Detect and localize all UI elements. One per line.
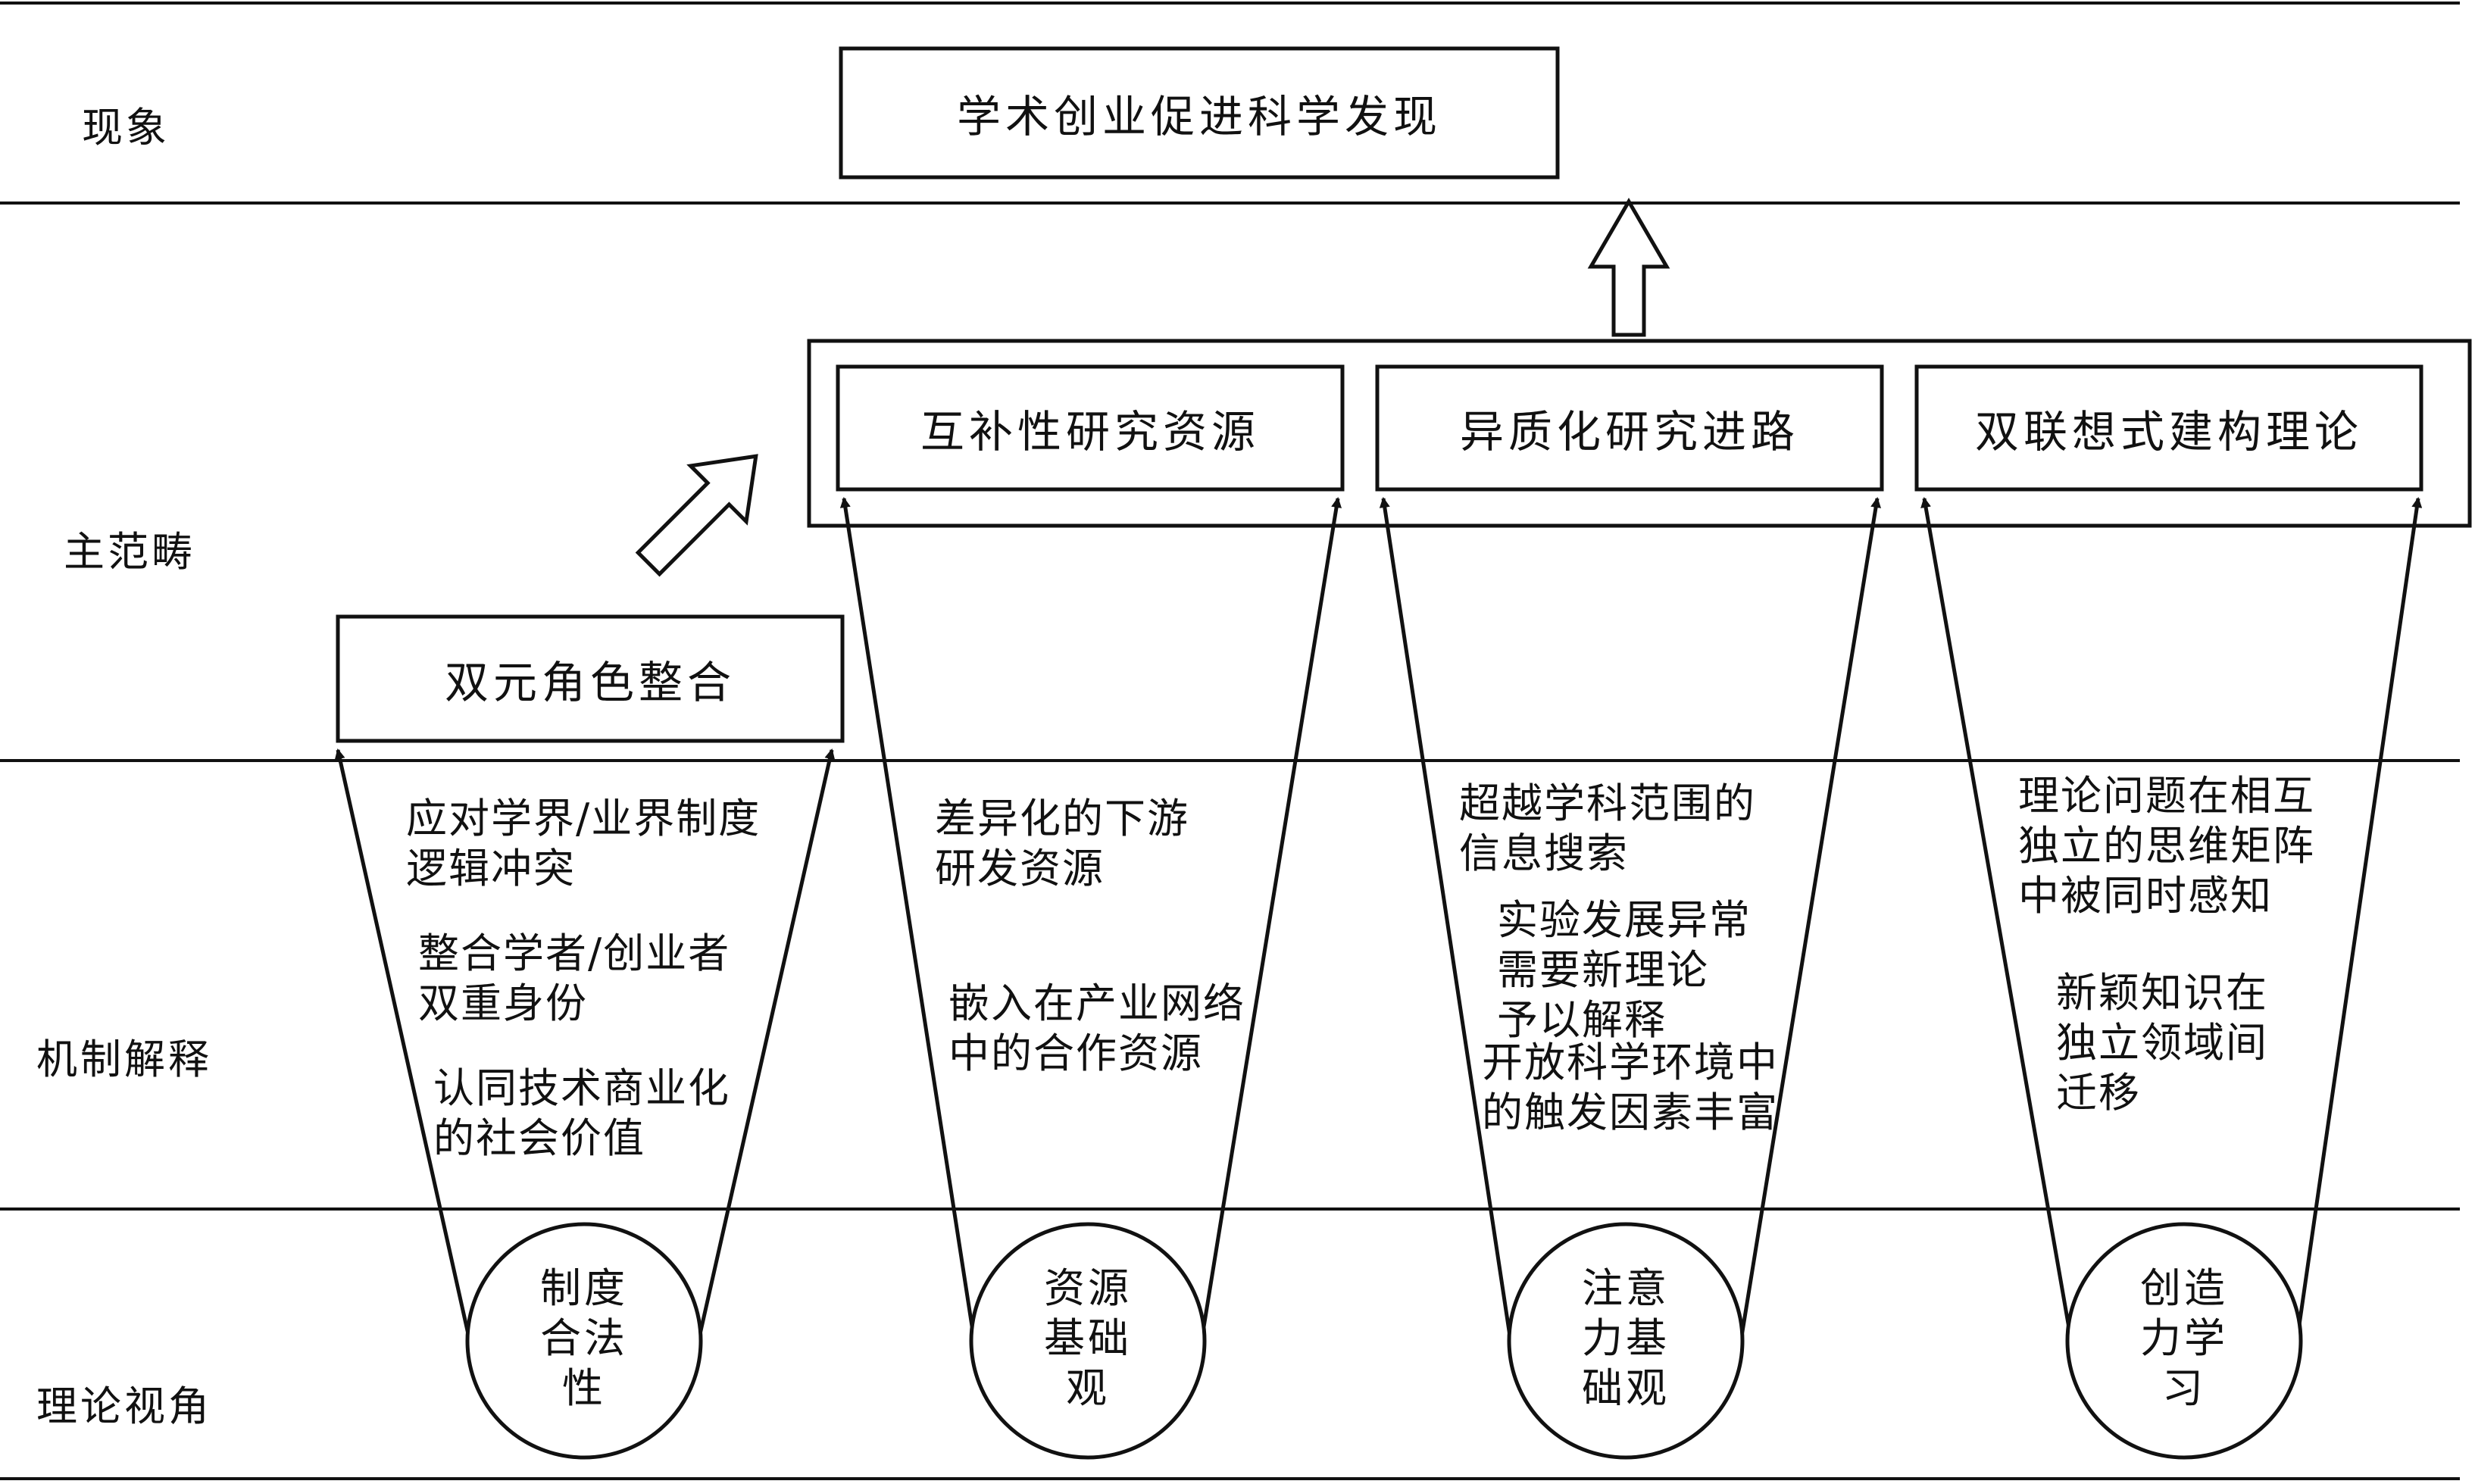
dual-role-box [336, 614, 845, 743]
funnel-line [839, 497, 977, 1342]
mechanism-text: 差异化的下游 研发资源 [935, 795, 1189, 892]
theory-circle [2065, 1222, 2303, 1460]
funnel-line [1379, 497, 1513, 1342]
main-box-1 [836, 364, 1345, 492]
theory-circle [969, 1222, 1207, 1460]
theory-text: 创造 力学 习 [2140, 1264, 2228, 1412]
theory-text: 制度 合法 性 [540, 1264, 628, 1412]
funnel-line [334, 748, 472, 1342]
mechanism-text: 实验发展异常 需要新理论 予以解释 [1497, 896, 1752, 1044]
mechanism-text: 开放科学环境中 的触发因素丰富 [1482, 1039, 1779, 1136]
mechanism-text: 整合学者/创业者 双重身份 [418, 929, 731, 1027]
funnel-line [696, 748, 836, 1342]
funnel-line [1739, 497, 1881, 1342]
main-box-3-text: 双联想式建构理论 [1974, 406, 2363, 458]
theory-circle [465, 1222, 703, 1460]
dual-role-box-text: 双元角色整合 [444, 657, 736, 708]
theory-circle [1507, 1222, 1745, 1460]
mechanism-text: 认同技术商业化 的社会价值 [433, 1064, 730, 1162]
hollow-up-arrow [1587, 198, 1670, 337]
funnel-line [1920, 497, 2073, 1342]
top-box [839, 46, 1560, 180]
theory-text: 注意 力基 础观 [1582, 1264, 1670, 1412]
funnel-line [1199, 497, 1342, 1342]
mechanism-text: 新颖知识在 独立领域间 迁移 [2056, 969, 2268, 1117]
row-label-theory: 理论视角 [36, 1382, 212, 1430]
row-label-phenomenon: 现象 [82, 104, 170, 152]
top-box-text: 学术创业促进科学发现 [956, 91, 1442, 142]
main-box-2-text: 异质化研究进路 [1459, 406, 1799, 458]
mechanism-text: 应对学界/业界制度 逻辑冲突 [406, 795, 761, 892]
main-box-3 [1914, 364, 2423, 492]
mechanism-text: 嵌入在产业网络 中的合作资源 [948, 979, 1245, 1077]
row-label-main-category: 主范畴 [64, 528, 195, 576]
main-box-1-text: 互补性研究资源 [920, 406, 1260, 458]
hollow-diagonal-arrow [635, 454, 758, 577]
row-label-mechanism: 机制解释 [36, 1036, 212, 1083]
theory-text: 资源 基础 观 [1044, 1264, 1132, 1412]
main-box-2 [1375, 364, 1884, 492]
mechanism-text: 超越学科范围的 信息搜索 [1459, 779, 1756, 877]
mechanism-text: 理论问题在相互 独立的思维矩阵 中被同时感知 [2018, 772, 2315, 920]
funnel-line [2295, 497, 2423, 1342]
